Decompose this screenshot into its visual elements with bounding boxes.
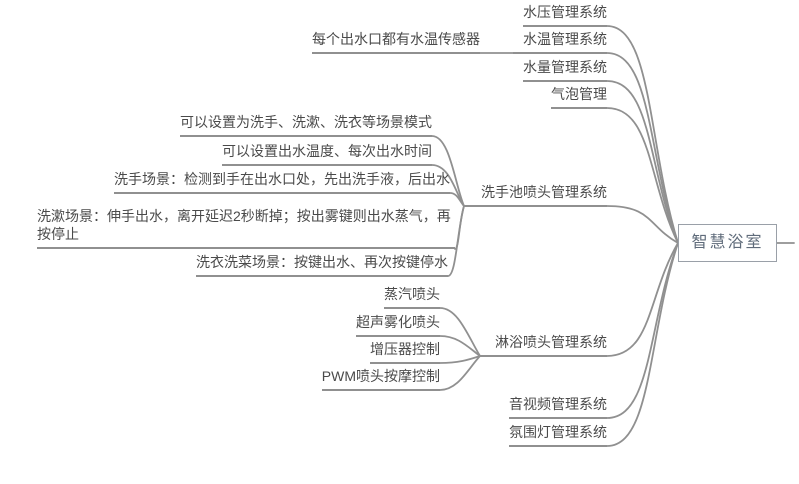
edge-line (606, 25, 679, 244)
edge-line (439, 355, 481, 364)
note-water-temp-time[interactable]: 可以设置出水温度、每次出水时间 (222, 142, 432, 166)
branch-water-temperature[interactable]: 水温管理系统 (513, 30, 607, 54)
branch-water-volume[interactable]: 水量管理系统 (523, 58, 607, 82)
note-steam-nozzle[interactable]: 蒸汽喷头 (384, 285, 440, 309)
note-laundry-scene[interactable]: 洗衣洗菜场景：按键出水、再次按键停水 (196, 253, 448, 277)
branch-water-pressure[interactable]: 水压管理系统 (523, 3, 607, 27)
note-booster-control[interactable]: 增压器控制 (370, 340, 440, 364)
note-handwash-scene[interactable]: 洗手场景：检测到手在出水口处，先出洗手液，后出水 (114, 170, 450, 194)
branch-sink-nozzle-system[interactable]: 洗手池喷头管理系统 (464, 183, 607, 207)
branch-shower-nozzle-system[interactable]: 淋浴喷头管理系统 (480, 333, 607, 357)
edge-line (606, 52, 679, 244)
edge-line (431, 135, 465, 207)
root-topic[interactable]: 智慧浴室 (678, 224, 777, 262)
edge-line (439, 307, 481, 357)
edge-line (606, 242, 679, 419)
edge-line (606, 242, 679, 357)
note-ultrasonic-atomizer-nozzle[interactable]: 超声雾化喷头 (356, 313, 440, 337)
edge-line (439, 335, 481, 357)
note-pwm-massage-control[interactable]: PWM喷头按摩控制 (321, 367, 440, 391)
note-washface-scene[interactable]: 洗漱场景：伸手出水，离开延迟2秒断掉；按出雾键则出水蒸气，再按停止 (37, 207, 455, 249)
note-scene-modes[interactable]: 可以设置为洗手、洗漱、洗衣等场景模式 (180, 113, 432, 137)
edge-line (447, 205, 465, 277)
edge-line (606, 80, 679, 244)
edge-line (606, 242, 679, 447)
note-water-temp-sensor[interactable]: 每个出水口都有水温传感器 (312, 30, 480, 54)
edge-line (606, 205, 679, 244)
branch-ambient-light[interactable]: 氛围灯管理系统 (509, 423, 607, 447)
branch-audio-video[interactable]: 音视频管理系统 (509, 395, 607, 419)
edge-line (449, 192, 465, 207)
branch-bubble-management[interactable]: 气泡管理 (551, 85, 607, 109)
edge-line (606, 107, 679, 244)
edge-line (439, 355, 481, 391)
